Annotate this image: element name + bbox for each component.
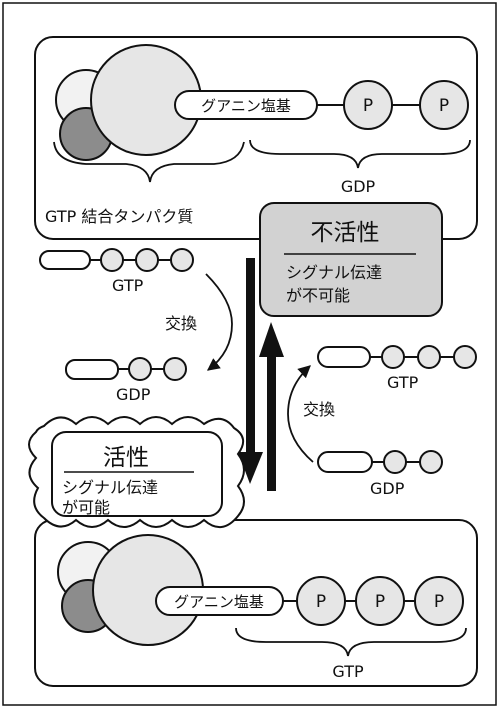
inactive-state: 不活性 シグナル伝達 が不可能	[259, 202, 443, 317]
left-gdp-label: GDP	[116, 385, 151, 404]
gtp-molecule-base	[317, 346, 371, 368]
right-exchange-arrow	[287, 365, 314, 463]
active-title: 活性	[103, 445, 149, 471]
right-gdp-label: GDP	[370, 479, 405, 498]
gdp-label: GDP	[341, 177, 376, 196]
left-exchange: GTP 交換 GDP	[39, 248, 233, 404]
phosphate-label: P	[375, 592, 385, 612]
gtp-phosphate	[100, 248, 124, 272]
phosphate-label: P	[316, 592, 326, 612]
gtp-phosphate	[381, 345, 405, 369]
gtp-phosphate	[453, 345, 477, 369]
state-transition-arrows	[238, 258, 284, 491]
active-description: が可能	[62, 498, 110, 517]
protein-brace	[53, 141, 245, 183]
left-exchange-label: 交換	[165, 314, 197, 333]
active-state-box	[51, 431, 223, 517]
right-exchange: GTP 交換 GDP	[287, 345, 477, 498]
protein-label: GTP 結合タンパク質	[45, 207, 193, 226]
gdp-brace	[249, 139, 471, 169]
gdp-phosphate	[163, 357, 187, 381]
phosphate-label: P	[434, 592, 444, 612]
inactive-title: 不活性	[311, 220, 380, 246]
down-arrow-head	[238, 452, 263, 484]
inactive-state-box	[259, 202, 443, 317]
active-state: 活性 シグナル伝達 が可能	[28, 416, 245, 528]
guanine-base-label: グアニン塩基	[174, 593, 264, 611]
phosphate-label: P	[363, 96, 373, 116]
gdp-molecule-base	[65, 359, 119, 380]
right-gtp-label: GTP	[387, 373, 419, 392]
up-arrow-shaft	[267, 355, 276, 491]
gdp-phosphate	[383, 450, 407, 474]
gdp-phosphate	[128, 357, 152, 381]
inactive-description: シグナル伝達	[286, 263, 382, 282]
down-arrow-shaft	[246, 258, 255, 454]
guanine-base-label: グアニン塩基	[201, 97, 291, 115]
gtp-phosphate	[135, 248, 159, 272]
gtp-phosphate	[170, 248, 194, 272]
gtp-label: GTP	[332, 662, 364, 681]
inactive-description: が不可能	[286, 286, 350, 305]
active-description: シグナル伝達	[62, 478, 158, 497]
phosphate-circle	[414, 576, 464, 626]
phosphate-label: P	[439, 96, 449, 116]
top-panel: グアニン塩基 P P GDP GTP 結合タンパク質	[34, 36, 478, 240]
left-exchange-arrow	[205, 273, 233, 371]
gdp-molecule-base	[317, 451, 373, 473]
gdp-phosphate	[419, 450, 443, 474]
phosphate-circle	[419, 80, 469, 130]
gtp-molecule-base	[39, 250, 91, 270]
bottom-panel: グアニン塩基 P P P GTP	[34, 519, 478, 687]
gtp-brace	[235, 627, 467, 657]
gtp-phosphate	[417, 345, 441, 369]
left-gtp-label: GTP	[112, 276, 144, 295]
right-exchange-label: 交換	[303, 400, 335, 419]
up-arrow-head	[259, 322, 284, 357]
